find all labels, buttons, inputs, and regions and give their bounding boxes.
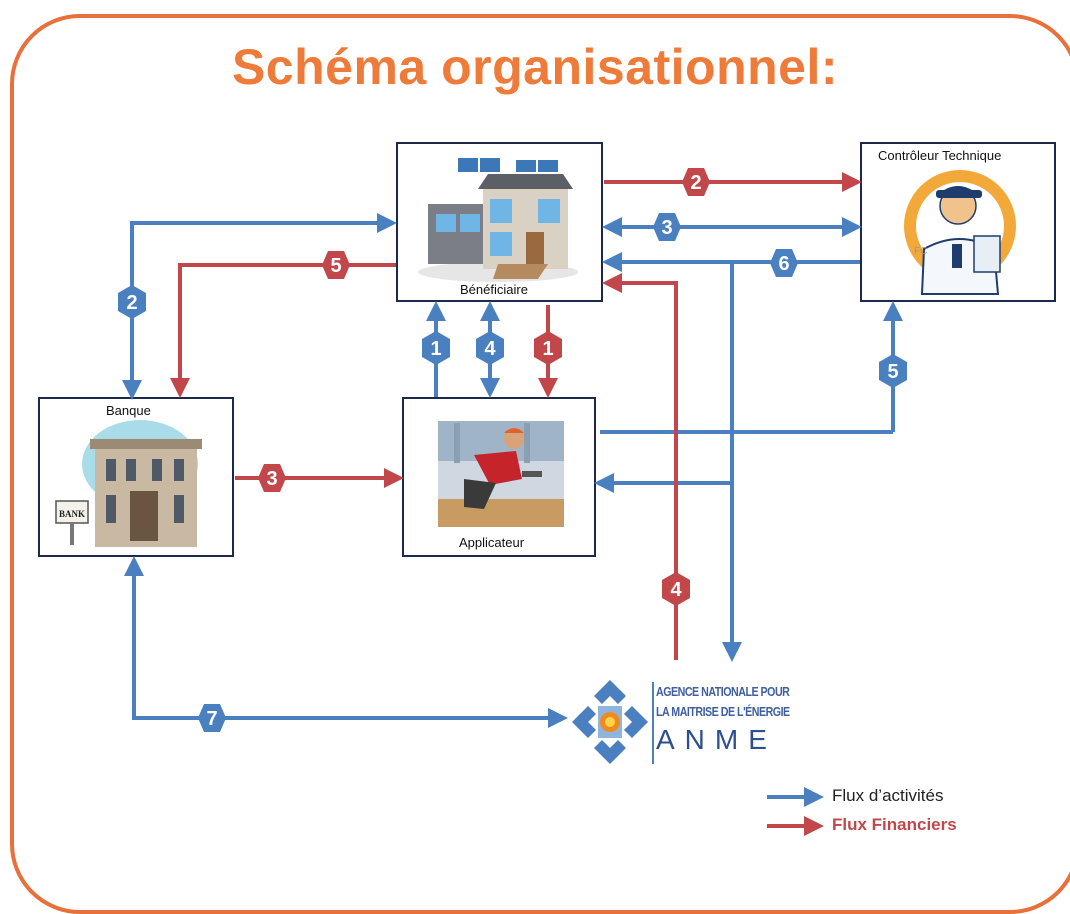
svg-text:1: 1 <box>542 338 553 360</box>
legend-financial: Flux Financiers <box>832 815 957 834</box>
badge-blue-1: 1 <box>422 331 450 365</box>
node-beneficiaire: Bénéficiaire <box>396 142 603 302</box>
anme-logo-icon <box>572 680 648 764</box>
blue-flow-2 <box>122 213 397 400</box>
legend-activities: Flux d’activités <box>832 786 944 805</box>
red-flow-4 <box>602 273 678 660</box>
svg-text:2: 2 <box>690 172 701 194</box>
node-banque: BANK Banque <box>38 397 234 557</box>
svg-text:3: 3 <box>661 217 672 239</box>
node-controleur-technique: FC Contrôleur Technique <box>860 142 1056 302</box>
svg-text:2: 2 <box>126 292 137 314</box>
svg-text:4: 4 <box>484 338 496 360</box>
blue-flow-5 <box>600 305 893 434</box>
node-label-controleur: Contrôleur Technique <box>878 148 1002 163</box>
badge-blue-5: 5 <box>879 354 907 388</box>
badge-red-2: 2 <box>682 168 710 196</box>
badge-blue-2: 2 <box>118 285 146 319</box>
svg-text:5: 5 <box>330 255 341 277</box>
badge-blue-7: 7 <box>198 704 226 732</box>
blue-flow-7 <box>124 556 568 728</box>
svg-text:1: 1 <box>430 338 441 360</box>
red-flow-5 <box>170 263 396 398</box>
anme-divider <box>652 682 654 764</box>
house-icon <box>418 158 578 282</box>
node-label-banque: Banque <box>106 403 151 418</box>
svg-text:6: 6 <box>778 253 789 275</box>
badge-red-3: 3 <box>258 464 286 492</box>
worker-icon <box>438 421 564 527</box>
badge-text: FC <box>914 246 927 257</box>
bank-icon: BANK <box>55 420 202 547</box>
badge-blue-6: 6 <box>770 249 798 277</box>
bank-sign-text: BANK <box>59 509 85 519</box>
svg-text:4: 4 <box>670 579 682 601</box>
badge-red-1: 1 <box>534 331 562 365</box>
badge-red-4: 4 <box>662 572 690 606</box>
badge-blue-4: 4 <box>476 331 504 365</box>
svg-text:5: 5 <box>887 361 898 383</box>
anme-line2: LA MAITRISE DE L'ÉNERGIE <box>656 704 790 719</box>
inspector-icon: FC <box>904 170 1016 295</box>
svg-text:7: 7 <box>206 708 217 730</box>
node-label-beneficiaire: Bénéficiaire <box>460 282 528 297</box>
anme-text: AGENCE NATIONALE POUR LA MAITRISE DE L'É… <box>656 682 819 756</box>
badge-red-5: 5 <box>322 251 350 279</box>
anme-line1: AGENCE NATIONALE POUR <box>656 684 790 699</box>
node-label-applicateur: Applicateur <box>459 535 525 550</box>
anme-abbr: ANME <box>656 724 777 755</box>
flow-layer: 2 3 6 1 4 5 7 2 5 1 3 4 <box>118 168 1070 836</box>
badge-blue-3: 3 <box>653 213 681 241</box>
svg-text:3: 3 <box>266 468 277 490</box>
diagram-title: Schéma organisationnel: <box>231 39 839 95</box>
